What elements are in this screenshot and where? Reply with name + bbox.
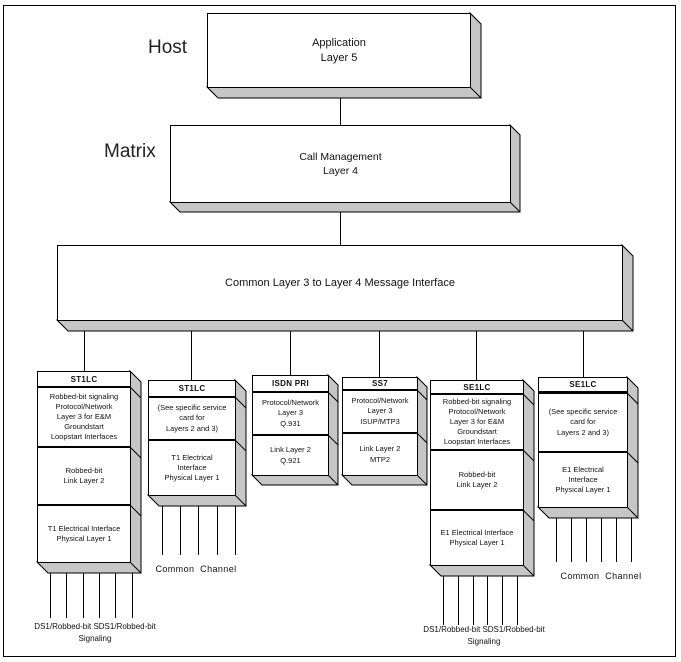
- card-section-service-note: (See specific service card for Layers 2 …: [539, 394, 627, 453]
- card-section-layer2: Link Layer 2 Q.921: [270, 445, 311, 465]
- card-title: ISDN PRI: [253, 376, 328, 393]
- card-section-layer2: Robbed-bit Link Layer 2: [38, 448, 130, 506]
- common-channel-label-right: Common Channel: [560, 571, 642, 581]
- card-section-layer1: E1 Electrical Interface Physical Layer 1: [440, 527, 514, 547]
- connector-lines: [84, 85, 584, 384]
- call-management-layer-box: Call Management Layer 4: [170, 125, 511, 203]
- card-st1lc-common-channel: ST1LC (See specific service card for Lay…: [148, 380, 236, 496]
- card-section-layer2: Robbed-bit Link Layer 2: [431, 451, 523, 511]
- card-section-layer3: Protocol/Network Layer 3 ISUP/MTP3: [343, 391, 417, 434]
- card-section-layer2: Link Layer 2 MTP2: [359, 444, 401, 464]
- card-st1lc-robbedbit: ST1LC Robbed-bit signaling Protocol/Netw…: [37, 371, 131, 563]
- trunk-drop-lines: [50, 501, 632, 625]
- matrix-label: Matrix: [104, 141, 156, 162]
- message-interface-box: Common Layer 3 to Layer 4 Message Interf…: [57, 245, 623, 321]
- card-title: ST1LC: [38, 372, 130, 388]
- page-border: [3, 5, 676, 657]
- card-title: SE1LC: [431, 381, 523, 395]
- card-title: SE1LC: [539, 378, 627, 394]
- box-bevels: [35, 11, 639, 577]
- card-title: ST1LC: [149, 381, 235, 398]
- signaling-label-right: DS1/Robbed-bit SDS1/Robbed-bit Signaling: [423, 625, 545, 646]
- card-section-service-note: (See specific service card for Layers 2 …: [149, 398, 235, 441]
- card-section-layer1: T1 Electrical Interface Physical Layer 1: [164, 452, 220, 483]
- application-layer-text: Application Layer 5: [312, 36, 366, 64]
- card-section-layer1: E1 Electrical Interface Physical Layer 1: [555, 464, 611, 495]
- signaling-label-left: DS1/Robbed-bit SDS1/Robbed-bit Signaling: [34, 622, 156, 643]
- card-section-layer1: T1 Electrical Interface Physical Layer 1: [47, 523, 121, 543]
- card-isdn-pri: ISDN PRI Protocol/Network Layer 3 Q.931 …: [252, 375, 329, 476]
- card-section-layer3: Protocol/Network Layer 3 Q.931: [253, 393, 328, 436]
- card-ss7: SS7 Protocol/Network Layer 3 ISUP/MTP3 L…: [342, 377, 418, 476]
- host-label: Host: [148, 37, 188, 58]
- call-management-layer-text: Call Management Layer 4: [299, 150, 382, 177]
- card-se1lc-robbedbit: SE1LC Robbed-bit signaling Protocol/Netw…: [430, 380, 524, 566]
- card-title: SS7: [343, 378, 417, 391]
- card-se1lc-common-channel: SE1LC (See specific service card for Lay…: [538, 377, 628, 508]
- card-section-layer3: Robbed-bit signaling Protocol/Network La…: [431, 395, 523, 451]
- common-channel-label-left: Common Channel: [155, 564, 237, 574]
- message-interface-text: Common Layer 3 to Layer 4 Message Interf…: [225, 276, 455, 289]
- application-layer-box: Application Layer 5: [207, 13, 471, 88]
- card-section-layer3: Robbed-bit signaling Protocol/Network La…: [38, 388, 130, 448]
- bevel-notches: [129, 86, 639, 577]
